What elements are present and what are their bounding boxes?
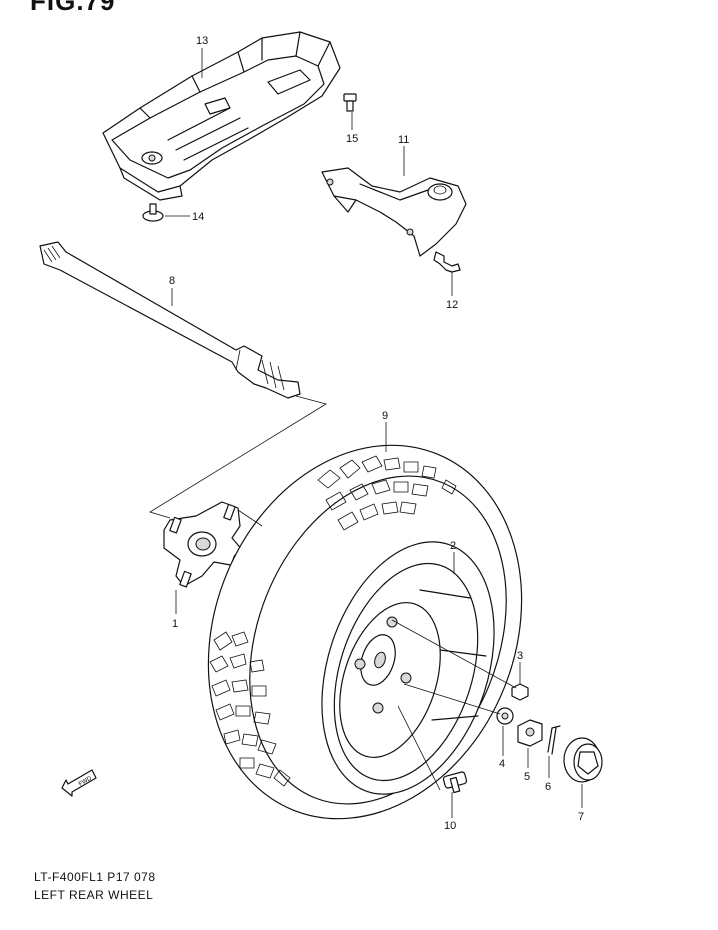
callout-9: 9 (382, 410, 388, 422)
hub-cap-part-7 (563, 737, 603, 783)
diagram-code: LT-F400FL1 P17 078 (34, 870, 156, 884)
wheel-stud-part-10 (442, 771, 468, 794)
figure-title: FIG.79 (30, 0, 116, 16)
callout-2: 2 (450, 540, 456, 552)
forward-direction-arrow-icon: FWD (61, 769, 97, 797)
leader-lines (165, 48, 583, 818)
callout-8: 8 (169, 275, 175, 287)
cotter-pin-part-6 (547, 725, 561, 755)
callout-14: 14 (192, 211, 204, 223)
castle-nut-part-5 (517, 719, 543, 747)
callout-12: 12 (446, 299, 458, 311)
lug-nut-part-3 (511, 683, 529, 701)
callout-1: 1 (172, 618, 178, 630)
wheel-rim-part-2 (321, 541, 495, 795)
wheel-hub-part-1 (163, 501, 245, 588)
collar-part-14 (142, 203, 164, 222)
callout-5: 5 (524, 771, 530, 783)
drive-shaft-part-8 (39, 241, 301, 399)
callout-15: 15 (346, 133, 358, 145)
callout-7: 7 (578, 811, 584, 823)
diagram-caption: LEFT REAR WHEEL (34, 888, 154, 902)
callout-13: 13 (196, 35, 208, 47)
washer-part-4 (496, 707, 514, 725)
callout-6: 6 (545, 781, 551, 793)
callout-10: 10 (444, 820, 456, 832)
bracket-part-11 (321, 167, 467, 257)
bolt-part-15 (343, 93, 357, 112)
assembly-lines (149, 395, 517, 791)
callout-4: 4 (499, 758, 505, 770)
skid-plate-part-13 (102, 31, 341, 201)
callout-3: 3 (517, 650, 523, 662)
bolt-part-12 (433, 251, 461, 273)
callout-11: 11 (398, 134, 409, 146)
